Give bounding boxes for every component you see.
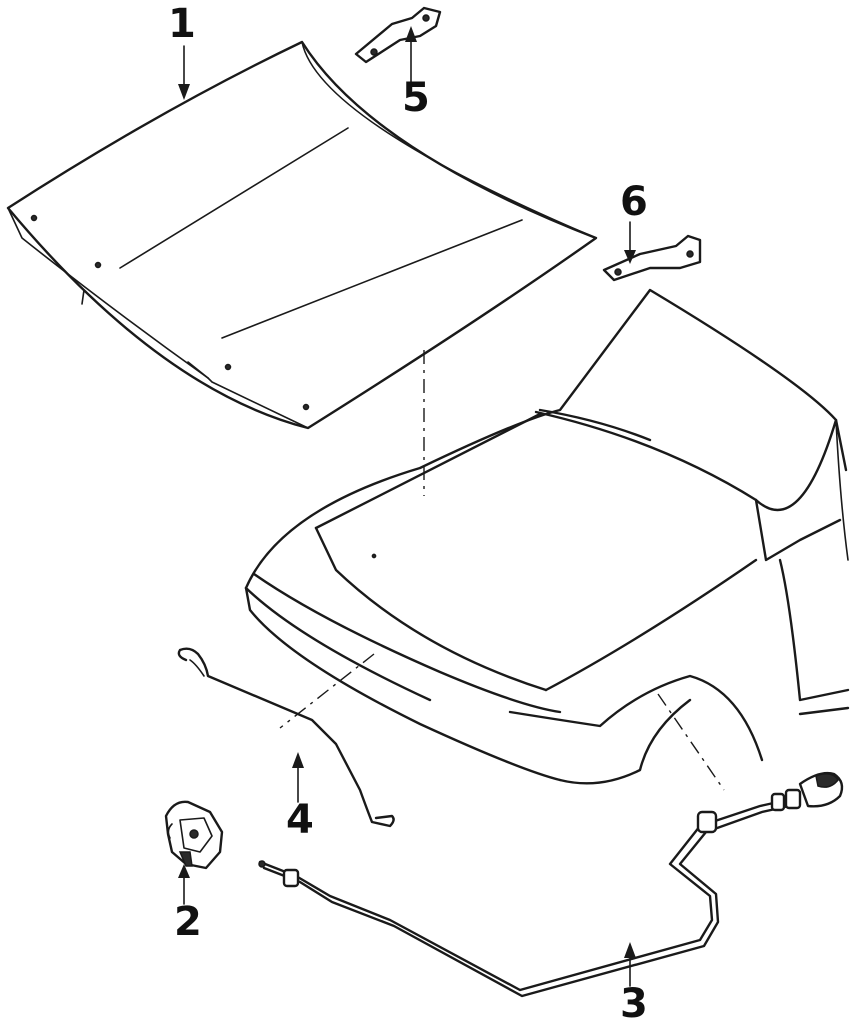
- release-cable: [258, 771, 844, 998]
- right-hinge: [602, 234, 702, 282]
- car-front-body: [244, 288, 850, 785]
- callout-1: 1: [168, 1, 196, 47]
- left-hinge: [354, 6, 442, 64]
- callout-2: 2: [174, 899, 202, 945]
- hood-panel: [6, 40, 598, 430]
- callout-3: 3: [620, 981, 648, 1024]
- callout-5: 5: [402, 75, 430, 121]
- support-rod: [177, 647, 395, 828]
- alignment-lines: [279, 350, 725, 791]
- callout-4: 4: [286, 797, 314, 843]
- hood-latch: [164, 800, 224, 870]
- leader-arrows: [178, 26, 636, 987]
- callout-6: 6: [620, 179, 648, 225]
